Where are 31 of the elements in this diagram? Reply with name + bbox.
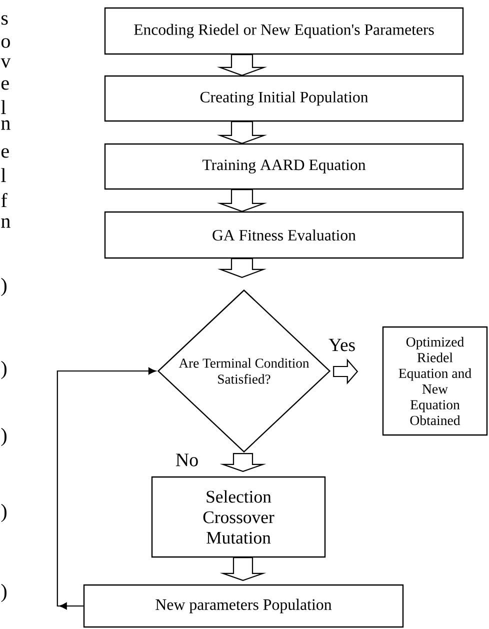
text-fragment: f — [1, 192, 8, 208]
text-fragment: s — [2, 15, 8, 25]
text-fragment: o — [1, 38, 10, 48]
text-fragment: ) — [1, 584, 6, 602]
text-fragment: e — [1, 148, 9, 158]
process-box: Encoding Riedel or New Equation's Parameters — [104, 7, 464, 55]
block-arrow — [220, 557, 266, 581]
text-fragment: e — [1, 80, 9, 90]
text-fragment: n — [1, 218, 10, 228]
block-arrow — [217, 258, 267, 278]
process-box: GA Fitness Evaluation — [104, 211, 464, 259]
process-box: Training AARD Equation — [104, 143, 464, 190]
text-fragment: v — [0, 58, 11, 68]
process-box: Creating Initial Population — [104, 75, 464, 122]
block-arrow — [333, 358, 358, 384]
process-box: New parameters Population — [83, 584, 404, 628]
arrow — [56, 368, 156, 610]
result-box: Optimized Riedel Equation and New Equation Obtained — [382, 326, 488, 436]
text-fragment: l — [1, 100, 6, 114]
block-arrow — [216, 54, 268, 76]
text-fragment: ) — [1, 278, 6, 296]
block-arrow — [216, 121, 268, 144]
text-fragment: l — [1, 168, 6, 182]
block-arrow — [216, 189, 268, 212]
text-fragment: n — [1, 120, 10, 130]
process-box: Selection Crossover Mutation — [151, 476, 326, 558]
text-fragment: ) — [1, 428, 6, 446]
text-fragment: ) — [1, 504, 6, 522]
edge-label: No — [174, 452, 200, 468]
block-arrow — [220, 453, 266, 472]
text-fragment: ) — [1, 360, 6, 380]
